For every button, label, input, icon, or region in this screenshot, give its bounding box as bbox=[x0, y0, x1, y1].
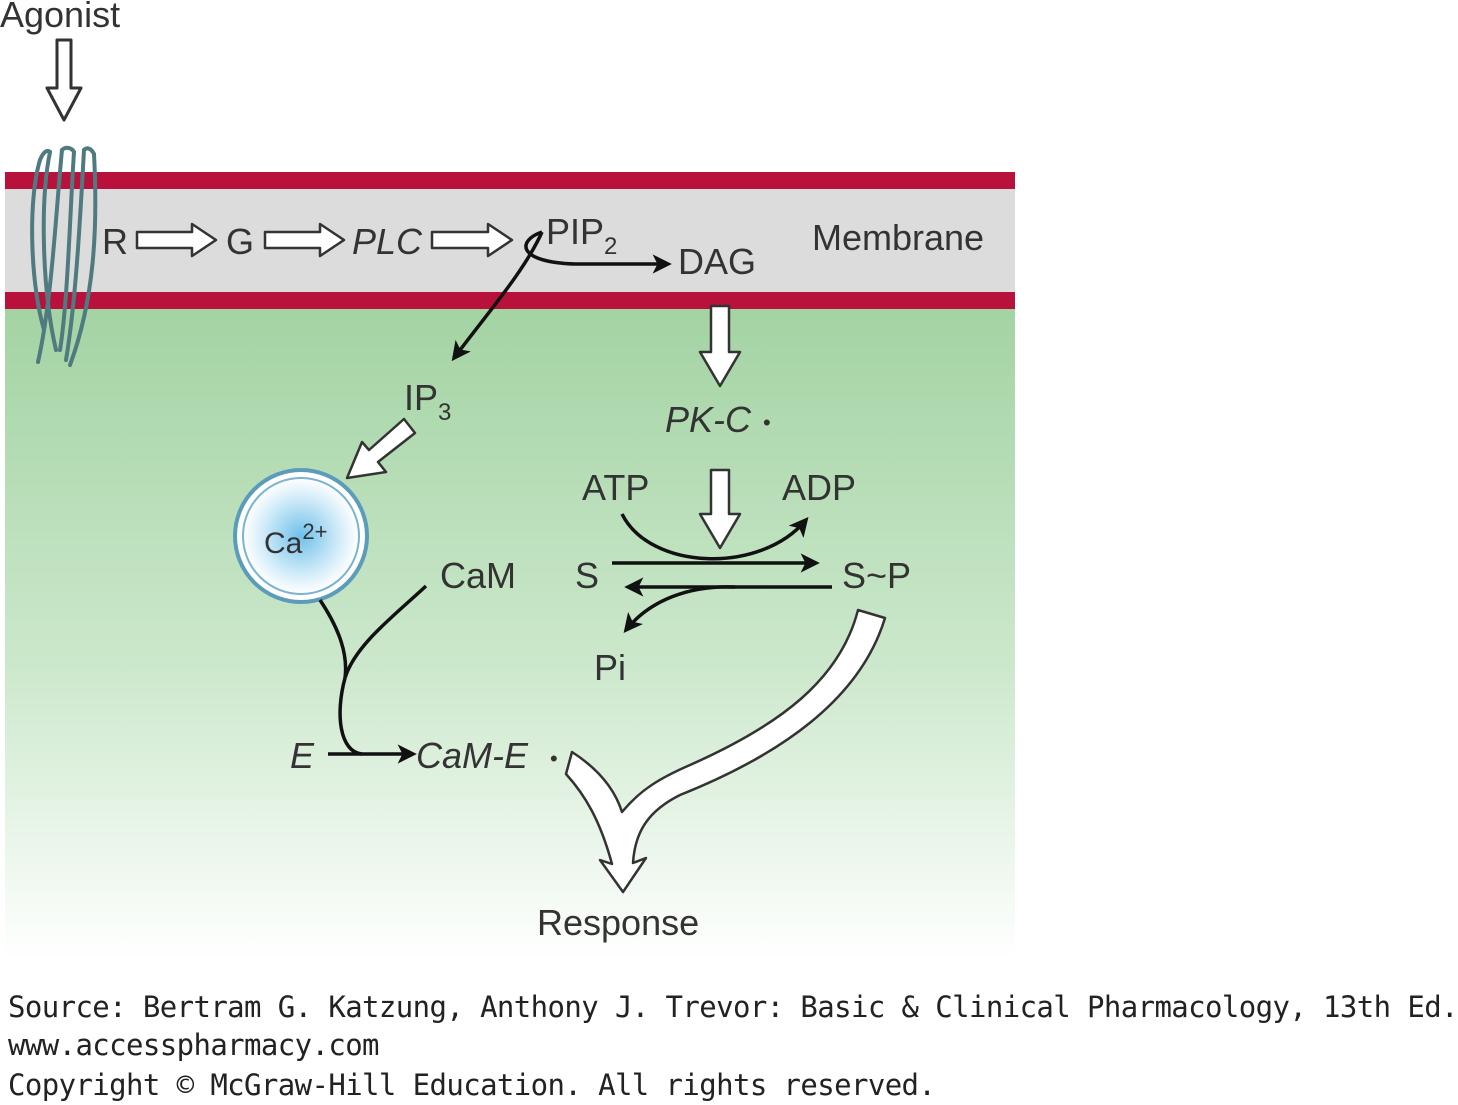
pip2-to-dag-arrow bbox=[524, 230, 672, 274]
ip3-to-calcium-arrow-icon bbox=[345, 417, 417, 480]
substrate-label: S bbox=[575, 555, 599, 596]
cam-branch-line bbox=[343, 584, 428, 679]
pip2-to-ip3-arrow bbox=[451, 231, 544, 362]
receptor-coil-icon bbox=[30, 145, 98, 367]
atp-to-adp-arrow bbox=[620, 513, 809, 561]
pkc-active-marker: • bbox=[763, 410, 771, 435]
source-url: www.accesspharmacy.com bbox=[8, 1028, 380, 1062]
receptor-label: R bbox=[102, 221, 128, 262]
membrane-inner-layer bbox=[5, 292, 1015, 309]
agonist-label: Agonist bbox=[0, 0, 120, 35]
response-convergence-arrow-icon bbox=[564, 608, 887, 894]
g-to-plc-arrow-icon bbox=[263, 222, 346, 258]
phospho-substrate-label: S~P bbox=[842, 555, 911, 596]
g-protein-label: G bbox=[226, 221, 254, 262]
membrane-label: Membrane bbox=[812, 217, 984, 258]
agonist-arrow-icon bbox=[45, 38, 83, 122]
response-label: Response bbox=[537, 902, 699, 943]
pi-release-arrow bbox=[623, 585, 736, 634]
r-to-g-arrow-icon bbox=[135, 222, 218, 258]
plc-to-pip2-arrow-icon bbox=[430, 222, 514, 258]
enzyme-label: E bbox=[290, 735, 315, 776]
calcium-label: Ca2+ bbox=[264, 519, 327, 560]
plc-label: PLC bbox=[352, 221, 423, 262]
pi-label: Pi bbox=[594, 647, 626, 688]
ip3-label: IP3 bbox=[404, 377, 451, 426]
cam-e-label: CaM-E bbox=[416, 735, 529, 776]
adp-label: ADP bbox=[782, 467, 856, 508]
dag-to-pkc-arrow-icon bbox=[698, 304, 742, 388]
pkc-label: PK-C bbox=[665, 399, 752, 440]
source-citation: Source: Bertram G. Katzung, Anthony J. T… bbox=[8, 990, 1458, 1024]
came-active-marker: • bbox=[550, 746, 558, 771]
ip3-subscript: 3 bbox=[438, 399, 451, 426]
copyright-notice: Copyright © McGraw-Hill Education. All r… bbox=[8, 1068, 936, 1102]
pip2-label: PIP2 bbox=[546, 211, 617, 260]
cytoplasm-region bbox=[5, 307, 1015, 960]
atp-label: ATP bbox=[582, 467, 649, 508]
pip2-subscript: 2 bbox=[604, 233, 617, 260]
cam-label: CaM bbox=[440, 555, 516, 596]
membrane-outer-layer bbox=[5, 172, 1015, 189]
calcium-branch-line bbox=[318, 599, 348, 679]
calcium-superscript: 2+ bbox=[302, 519, 327, 544]
pkc-to-reaction-arrow-icon bbox=[698, 468, 742, 550]
dag-label: DAG bbox=[678, 241, 756, 282]
